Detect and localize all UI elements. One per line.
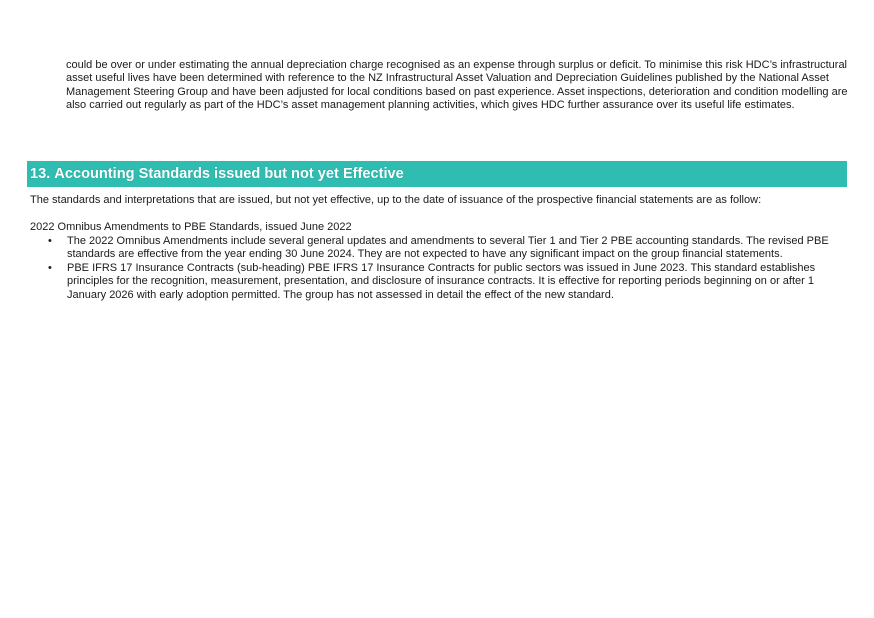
section-number: 13.: [30, 166, 51, 182]
bullet-icon: •: [48, 235, 52, 247]
list-item: • The 2022 Omnibus Amendments include se…: [30, 235, 850, 262]
list-item-text: The 2022 Omnibus Amendments include seve…: [67, 235, 829, 261]
section-heading: 13.Accounting Standards issued but not y…: [30, 165, 404, 183]
section-lead-paragraph: The standards and interpretations that a…: [30, 194, 762, 206]
list-item: • PBE IFRS 17 Insurance Contracts (sub-h…: [30, 262, 850, 302]
standards-subheading: 2022 Omnibus Amendments to PBE Standards…: [30, 221, 352, 233]
standards-bullet-list: • The 2022 Omnibus Amendments include se…: [30, 235, 850, 302]
bullet-icon: •: [48, 261, 52, 274]
list-item-text: PBE IFRS 17 Insurance Contracts (sub-hea…: [67, 261, 816, 301]
intro-paragraph: could be over or under estimating the an…: [66, 59, 848, 112]
section-title: Accounting Standards issued but not yet …: [54, 166, 404, 182]
section-heading-bar: 13.Accounting Standards issued but not y…: [27, 161, 847, 187]
